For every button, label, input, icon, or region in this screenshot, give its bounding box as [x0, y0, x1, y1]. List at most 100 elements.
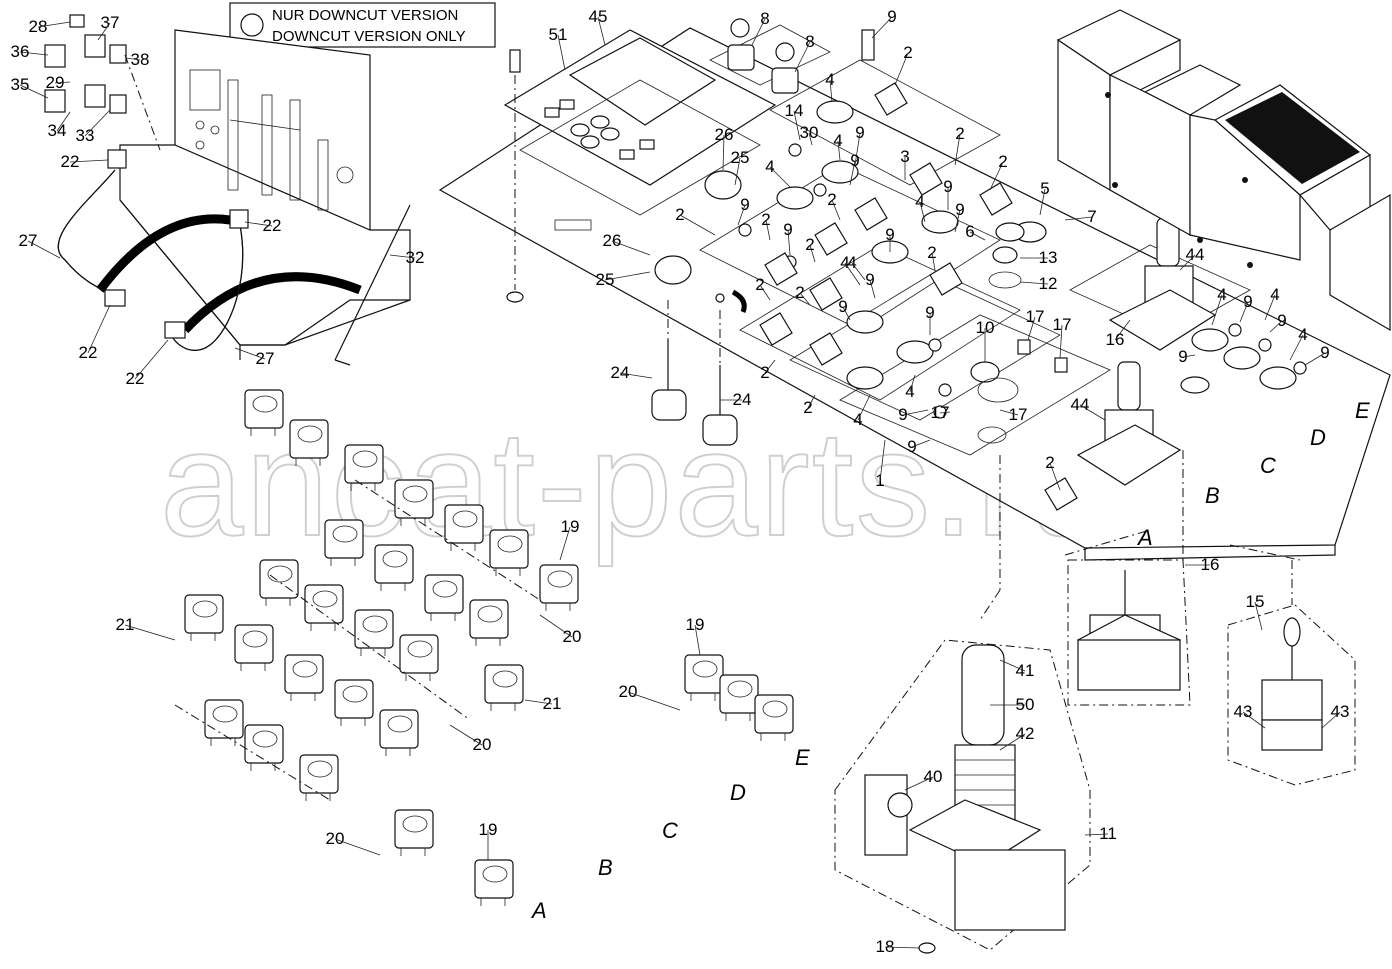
callout-leader	[244, 221, 273, 227]
section-letter-C: C	[1260, 453, 1276, 478]
contact-block	[394, 809, 434, 856]
callout-2: 2	[805, 235, 814, 254]
callout-leader	[751, 18, 766, 46]
callout-30: 30	[800, 123, 819, 142]
callout-leader	[954, 209, 961, 233]
callout-leader	[597, 16, 606, 46]
callout-leader	[389, 254, 416, 259]
callout-leader	[1027, 316, 1036, 341]
callout-leader	[939, 411, 951, 414]
callout-leader	[334, 838, 381, 856]
contact-block	[344, 444, 384, 491]
callout-11: 11	[1099, 824, 1117, 843]
contact-block	[484, 664, 524, 711]
callout-leader	[27, 240, 61, 259]
callout-leader	[829, 79, 833, 103]
callout-4: 4	[1217, 285, 1226, 304]
callout-leader	[54, 81, 71, 84]
callout-leader	[787, 229, 791, 256]
callout-18: 18	[876, 937, 895, 956]
callout-21: 21	[116, 615, 135, 634]
callout-25: 25	[731, 148, 750, 167]
contact-block	[374, 544, 414, 591]
callout-41: 41	[1016, 661, 1035, 680]
callout-leader	[849, 160, 856, 186]
callout-2: 2	[761, 210, 770, 229]
callout-10: 10	[976, 318, 995, 337]
callout-leader	[769, 166, 791, 188]
callout-17: 17	[1026, 307, 1045, 326]
callout-9: 9	[838, 297, 847, 316]
callout-leader	[539, 614, 573, 638]
callout-4: 4	[840, 253, 849, 272]
callout-19: 19	[686, 615, 705, 634]
callout-leader	[1039, 188, 1046, 216]
callout-leader	[627, 691, 681, 711]
contact-block	[299, 754, 339, 801]
callout-leader	[831, 199, 841, 221]
contact-block	[754, 694, 794, 741]
callout-14: 14	[785, 101, 804, 120]
callout-9: 9	[740, 195, 749, 214]
callout-2: 2	[927, 243, 936, 262]
callout-leader	[19, 51, 49, 56]
callout-27: 27	[256, 349, 275, 368]
contact-block	[304, 584, 344, 631]
callout-leader	[793, 110, 801, 141]
callout-20: 20	[326, 829, 345, 848]
contact-block	[234, 624, 274, 671]
callout-50: 50	[1016, 695, 1035, 714]
cabinet	[1056, 9, 1391, 332]
callout-leader	[1211, 294, 1223, 326]
callout-leader	[764, 359, 776, 374]
callout-leader	[1079, 404, 1106, 421]
callout-leader	[999, 733, 1026, 751]
contact-block	[324, 519, 364, 566]
section-letter-B: B	[1205, 483, 1220, 508]
joystick-15	[1227, 560, 1356, 786]
callout-24: 24	[611, 363, 630, 382]
callout-leader	[557, 34, 566, 71]
callout-2: 2	[675, 205, 684, 224]
callout-leader	[56, 111, 71, 132]
callout-leader	[611, 240, 651, 256]
callout-2: 2	[755, 275, 764, 294]
callout-25: 25	[596, 270, 615, 289]
callout-9: 9	[955, 200, 964, 219]
callout-leader	[134, 339, 169, 380]
callout-36: 36	[11, 42, 30, 61]
callout-3: 3	[900, 147, 909, 166]
callout-4: 4	[915, 192, 924, 211]
callout-22: 22	[61, 152, 80, 171]
callout-13: 13	[1039, 248, 1058, 267]
callout-leader	[989, 161, 1004, 191]
callout-20: 20	[619, 682, 638, 701]
callout-2: 2	[998, 152, 1007, 171]
callout-26: 26	[715, 125, 734, 144]
callout-40: 40	[924, 767, 943, 786]
callout-5: 5	[1040, 179, 1049, 198]
callout-leader	[734, 157, 741, 186]
callout-37: 37	[101, 13, 120, 32]
callout-leader	[759, 284, 771, 301]
callout-16: 16	[1201, 555, 1220, 574]
callout-20: 20	[563, 627, 582, 646]
callout-leader	[37, 21, 71, 28]
callout-leader	[604, 271, 651, 281]
callout-9: 9	[885, 225, 894, 244]
contact-block	[289, 419, 329, 466]
callout-leader	[1239, 301, 1249, 323]
callout-9: 9	[925, 303, 934, 322]
callout-leaders	[19, 16, 1341, 949]
section-letter-E: E	[795, 745, 810, 770]
callout-leader	[954, 133, 961, 166]
callout-26: 26	[603, 231, 622, 250]
callout-leader	[894, 52, 909, 86]
callout-leader	[842, 306, 851, 321]
contact-block	[424, 574, 464, 621]
callout-leader	[1182, 354, 1196, 358]
callout-leader	[799, 292, 811, 306]
callout-leader	[1289, 334, 1304, 361]
callout-leader	[869, 279, 876, 299]
